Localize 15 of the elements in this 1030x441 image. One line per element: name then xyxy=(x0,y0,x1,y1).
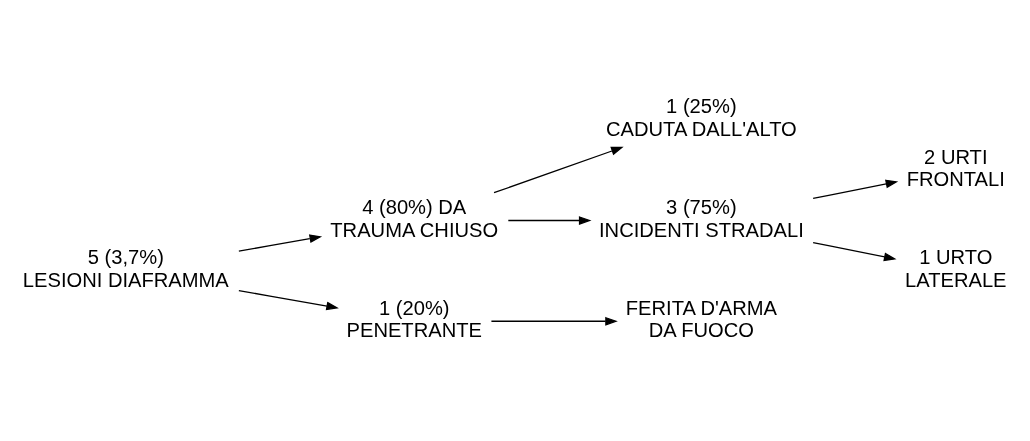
node-text: 2 URTI FRONTALI xyxy=(906,145,1005,191)
node-text: 1 URTO LATERALE xyxy=(905,246,1007,291)
arrow xyxy=(507,216,592,225)
node-text: 1 (25%) CADUTA DALL'ALTO xyxy=(606,95,797,140)
node-text: 3 (75%) INCIDENTI STRADALI xyxy=(599,195,804,241)
arrow xyxy=(490,316,618,326)
node-text: FERITA D'ARMA DA FUOCO xyxy=(625,296,777,342)
arrow xyxy=(493,146,624,194)
node-text: 1 (20%) PENETRANTE xyxy=(346,296,482,342)
node-text: 4 (80%) DA TRAUMA CHIUSO xyxy=(330,195,499,241)
arrow xyxy=(238,234,323,252)
node-text: 5 (3,7%) LESIONI DIAFRAMMA xyxy=(22,246,229,291)
arrow xyxy=(812,179,899,200)
arrow xyxy=(238,289,339,311)
arrow xyxy=(812,241,897,262)
